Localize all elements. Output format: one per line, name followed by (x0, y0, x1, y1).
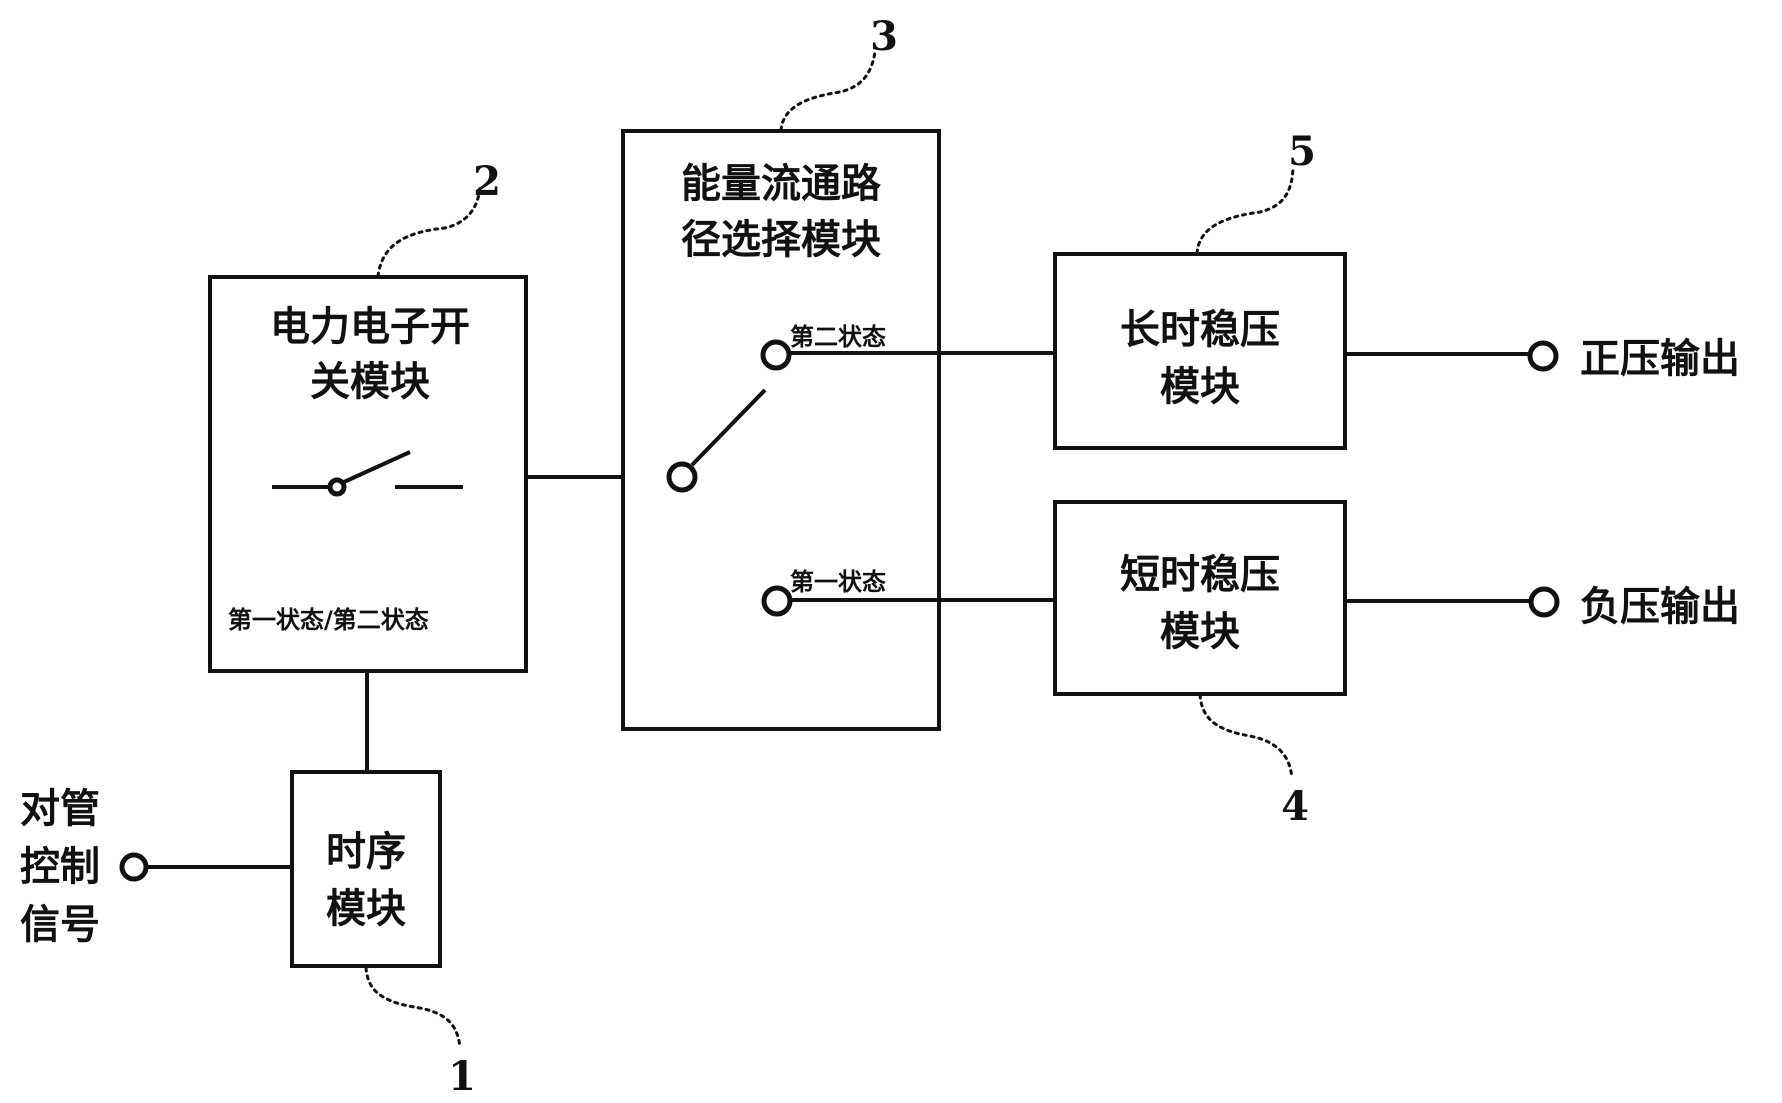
switch-module-box (208, 275, 528, 673)
control-signal-label-line1: 对管 (20, 786, 100, 832)
ref-number-4: 4 (1281, 783, 1309, 830)
switch-module-title-line2: 关模块 (310, 359, 430, 405)
path-select-title-line1: 能量流通路 (681, 161, 882, 207)
ref-number-5: 5 (1288, 128, 1316, 175)
ref-number-1: 1 (448, 1053, 476, 1100)
control-signal-terminal (119, 852, 149, 882)
ref-number-3: 3 (870, 13, 898, 60)
leader-1 (364, 966, 462, 1050)
long-regulator-title-line1: 长时稳压 (1120, 307, 1280, 353)
long-regulator-box (1053, 252, 1347, 450)
switch-module-title-line1: 电力电子开 (270, 304, 470, 350)
positive-output-terminal (1527, 340, 1559, 372)
path-select-module-box (621, 129, 941, 731)
leader-2 (376, 186, 482, 278)
short-regulator-title-line2: 模块 (1160, 609, 1240, 655)
control-signal-label-line2: 控制 (20, 844, 100, 890)
second-state-label: 第二状态 (790, 323, 886, 351)
timing-module-title-line1: 时序 (326, 829, 406, 875)
negative-output-label: 负压输出 (1580, 583, 1740, 630)
control-signal-label-line3: 信号 (20, 902, 100, 948)
timing-module-box (290, 770, 442, 968)
negative-output-terminal (1528, 586, 1560, 618)
leader-5 (1195, 166, 1295, 255)
timing-module-title-line2: 模块 (326, 886, 406, 932)
ref-number-2: 2 (473, 158, 501, 205)
short-regulator-title-line1: 短时稳压 (1120, 552, 1280, 598)
path-select-title-line2: 径选择模块 (681, 217, 881, 263)
switch-state-label: 第一状态/第二状态 (228, 606, 429, 634)
selector-switch-icon (666, 339, 793, 617)
first-state-label: 第一状态 (790, 568, 886, 596)
positive-output-label: 正压输出 (1580, 335, 1740, 382)
leader-4 (1198, 693, 1294, 780)
short-regulator-box (1053, 500, 1347, 696)
long-regulator-title-line2: 模块 (1160, 364, 1240, 410)
switch-symbol-icon (272, 450, 463, 497)
leader-3 (779, 50, 877, 132)
